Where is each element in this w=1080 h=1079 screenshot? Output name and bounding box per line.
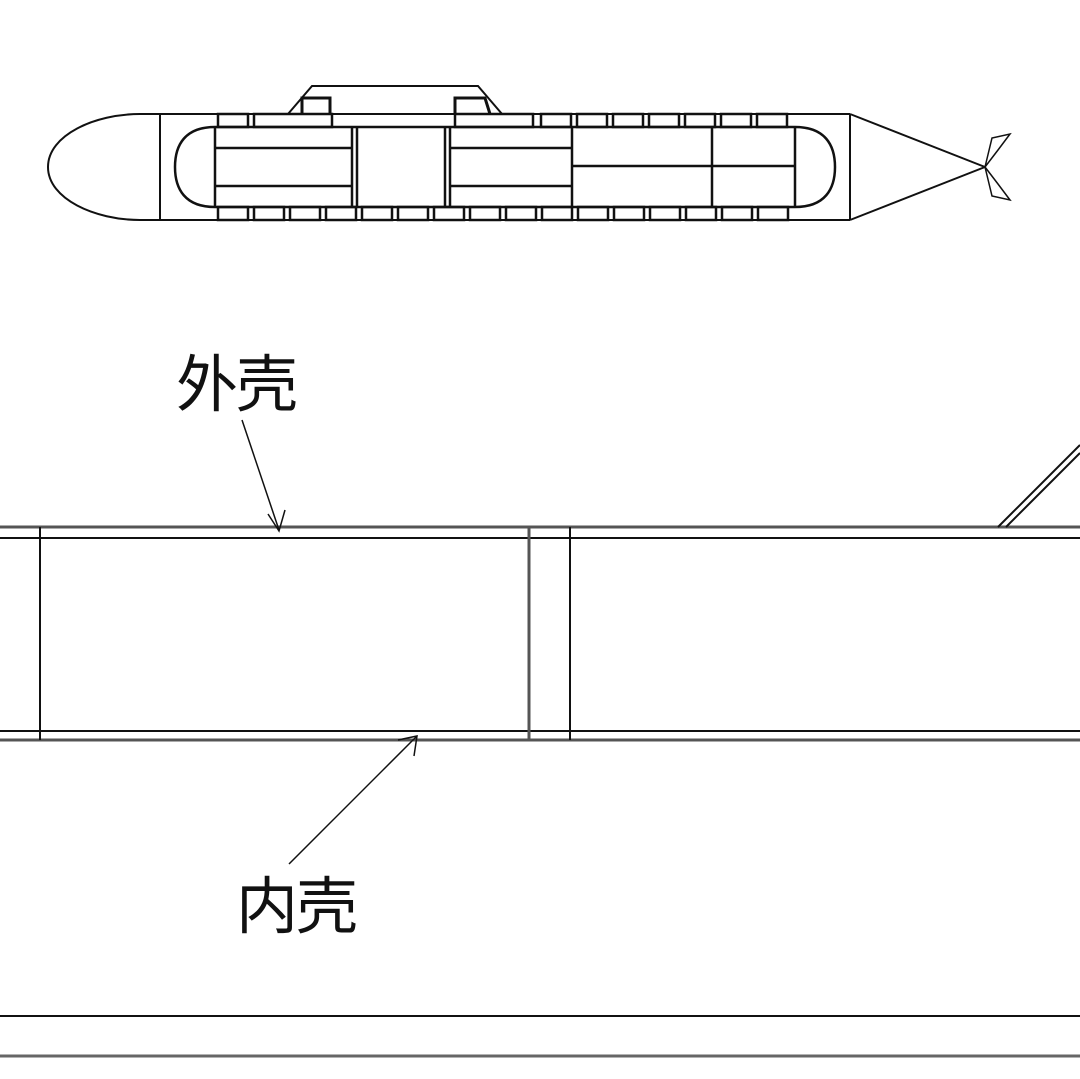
submarine-sail — [287, 85, 503, 115]
hull-section-detail — [0, 444, 1080, 1058]
submarine-sail-inner-right — [453, 96, 492, 115]
submarine-bow — [46, 113, 160, 221]
callout-arrows — [241, 419, 418, 865]
submarine-top-tanks — [216, 112, 789, 129]
outer-hull-arrow — [241, 419, 280, 531]
diagonal-strut-b — [1005, 452, 1080, 528]
submarine-bottom-tanks — [216, 205, 790, 222]
inner-hull-arrow — [288, 735, 418, 865]
outer-hull-label: 外壳 — [176, 348, 298, 421]
submarine-stern-top — [849, 113, 986, 168]
submarine-compartments — [213, 127, 797, 207]
submarine-stern-bottom — [849, 166, 986, 221]
submarine-side-view — [46, 85, 1012, 222]
submarine-sail-inner-left — [300, 96, 332, 114]
outer-hull-arrowhead — [267, 509, 286, 533]
inner-hull-arrowhead — [397, 735, 418, 757]
inner-hull-label: 内壳 — [236, 870, 358, 943]
propeller-icon — [984, 132, 1012, 202]
diagonal-strut-a — [997, 444, 1080, 528]
